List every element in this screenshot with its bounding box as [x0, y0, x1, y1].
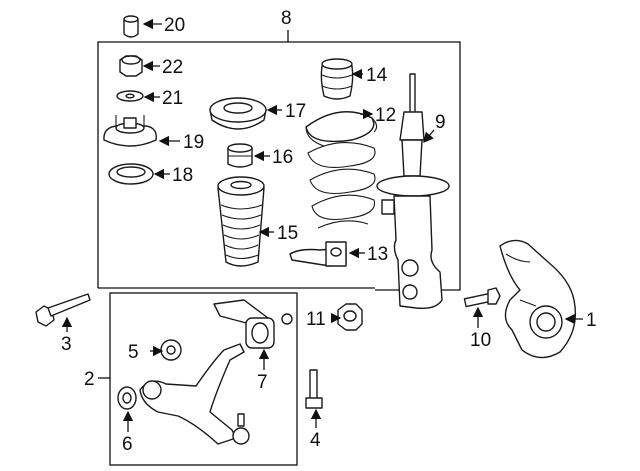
- part-20-cap-nut[interactable]: [123, 15, 139, 38]
- callout-4: 4: [310, 430, 321, 451]
- part-21-washer[interactable]: [116, 90, 144, 102]
- part-16-bumper[interactable]: [227, 143, 253, 168]
- part-5-bushing[interactable]: [160, 339, 182, 361]
- callout-9: 9: [435, 112, 446, 133]
- callout-19: 19: [183, 132, 204, 153]
- part-3-bolt[interactable]: [35, 293, 91, 327]
- part-9-strut[interactable]: [376, 73, 450, 310]
- part-7-bushing[interactable]: [213, 299, 293, 349]
- callout-12: 12: [375, 105, 396, 126]
- part-13-spring-insulator[interactable]: [289, 241, 347, 267]
- callout-6: 6: [122, 434, 133, 455]
- callout-15: 15: [277, 223, 298, 244]
- part-15-dust-boot[interactable]: [217, 176, 265, 267]
- callout-20: 20: [164, 15, 185, 36]
- callout-13: 13: [367, 244, 388, 265]
- lower-control-arm[interactable]: [139, 343, 250, 445]
- callout-2: 2: [84, 369, 95, 390]
- callout-7: 7: [257, 372, 268, 393]
- part-22-hex-nut[interactable]: [119, 55, 143, 77]
- callout-10: 10: [470, 330, 491, 351]
- part-10-bolt[interactable]: [463, 287, 501, 308]
- callout-17: 17: [285, 101, 306, 122]
- callout-8: 8: [281, 8, 292, 29]
- control-arm-box: [109, 292, 298, 466]
- part-6-bushing[interactable]: [117, 386, 137, 410]
- part-12-coil-spring[interactable]: [305, 111, 378, 229]
- callout-5: 5: [128, 342, 139, 363]
- callout-11: 11: [306, 309, 326, 330]
- callout-14: 14: [366, 65, 388, 86]
- callout-1: 1: [586, 310, 597, 331]
- callout-18: 18: [172, 165, 193, 186]
- part-1-knuckle[interactable]: [499, 239, 577, 359]
- callout-22: 22: [162, 57, 183, 78]
- part-17-spring-seat[interactable]: [209, 97, 267, 130]
- part-19-strut-mount[interactable]: [103, 115, 157, 147]
- part-18-bearing[interactable]: [108, 163, 154, 185]
- callout-3: 3: [61, 334, 72, 355]
- callout-21: 21: [162, 88, 183, 109]
- part-11-nut[interactable]: [337, 303, 363, 331]
- leader-lines: [61, 18, 583, 432]
- part-14-bump-stop[interactable]: [320, 58, 354, 100]
- callout-16: 16: [272, 147, 293, 168]
- part-4-bolt[interactable]: [305, 369, 323, 409]
